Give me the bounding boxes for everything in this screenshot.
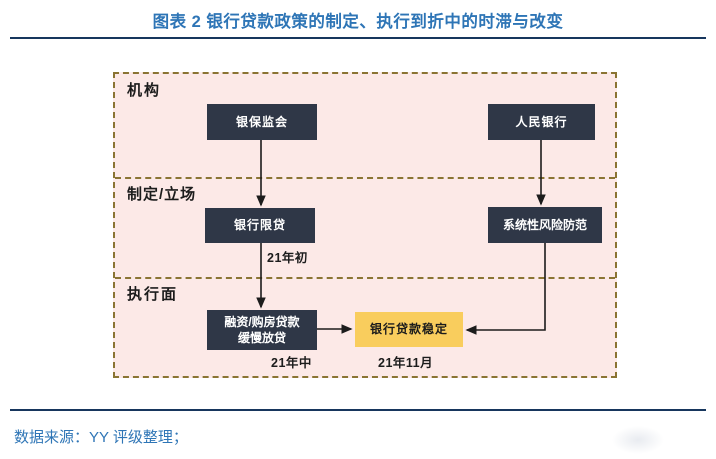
- node-systemic-risk-prevention: 系统性风险防范: [488, 207, 602, 243]
- flow-diagram-panel: 机构 制定/立场 执行面 银保监会 人民银行 银行限贷 系统性风险防范 融资/购…: [113, 72, 617, 378]
- node-bank-loans-stable: 银行贷款稳定: [355, 312, 463, 347]
- section-label-institutions: 机构: [127, 82, 162, 99]
- section-divider-2: [115, 277, 615, 279]
- node-slow-lending: 融资/购房贷款 缓慢放贷: [207, 310, 317, 350]
- section-label-formulation-stance: 制定/立场: [127, 186, 197, 203]
- section-divider-1: [115, 177, 615, 179]
- node-bank-credit-limit: 银行限贷: [205, 208, 315, 243]
- time-label-mid-2021: 21年中: [271, 356, 312, 370]
- node-pboc: 人民银行: [488, 104, 595, 140]
- arrow-risk-to-stable: [465, 243, 546, 335]
- node-slow-lending-line2: 缓慢放贷: [237, 331, 286, 345]
- faint-watermark-smudge: [612, 426, 664, 454]
- bottom-divider-line: [10, 409, 706, 411]
- section-label-execution: 执行面: [127, 286, 179, 303]
- data-source-note: 数据来源：YY 评级整理；: [14, 429, 188, 446]
- time-label-early-2021: 21年初: [267, 251, 308, 265]
- time-label-nov-2021: 21年11月: [378, 356, 434, 370]
- node-slow-lending-line1: 融资/购房贷款: [224, 314, 300, 329]
- node-cbirc: 银保监会: [207, 104, 317, 140]
- figure-title: 图表 2 银行贷款政策的制定、执行到折中的时滞与改变: [152, 13, 564, 31]
- top-divider-line: [10, 37, 706, 39]
